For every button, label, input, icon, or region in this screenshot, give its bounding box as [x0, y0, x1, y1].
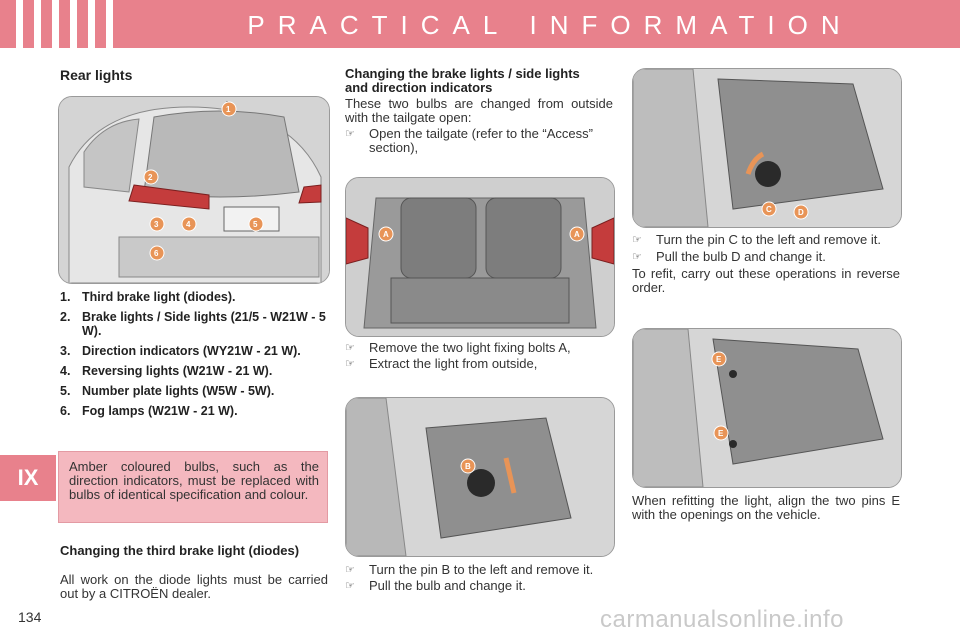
list-item: 1.Third brake light (diodes). [60, 290, 236, 304]
svg-text:E: E [716, 355, 722, 364]
svg-text:A: A [574, 230, 580, 239]
bulb-list: 1.Third brake light (diodes). 2.Brake li… [60, 290, 330, 424]
callout-a-left: A [378, 226, 394, 242]
page-title: PRACTICAL INFORMATION [247, 10, 853, 40]
callout-a-right: A [569, 226, 585, 242]
svg-text:A: A [383, 230, 389, 239]
page-number: 134 [18, 609, 42, 625]
step-remove-bolts: ☞Remove the two light fixing bolts A, [345, 340, 571, 355]
pin-b-image: B [345, 397, 615, 557]
chapter-tab: IX [0, 455, 56, 501]
list-item: 5.Number plate lights (W5W - 5W). [60, 384, 275, 398]
header-stripe [16, 0, 23, 48]
svg-text:6: 6 [154, 249, 159, 258]
amber-bulb-note: Amber coloured bulbs, such as the direct… [58, 451, 328, 523]
callout-d: D [793, 204, 809, 220]
callout-e-bottom: E [713, 425, 729, 441]
list-item: 4.Reversing lights (W21W - 21 W). [60, 364, 273, 378]
rear-lights-title: Rear lights [60, 67, 133, 83]
svg-text:5: 5 [253, 220, 258, 229]
header-stripe [52, 0, 59, 48]
watermark: carmanualsonline.info [600, 606, 844, 633]
car-rear-image: 1 2 3 4 5 6 [58, 96, 330, 284]
step-pull-bulb-d: ☞Pull the bulb D and change it. [632, 249, 826, 264]
page-header: PRACTICAL INFORMATION [0, 0, 960, 48]
third-brake-title: Changing the third brake light (diodes) [60, 543, 300, 558]
brake-side-title: Changing the brake lights / side lights … [345, 66, 580, 95]
callout-1: 1 [221, 101, 237, 117]
step-open-tailgate: ☞Open the tailgate (refer to the “Access… [345, 126, 593, 155]
callout-4: 4 [181, 216, 197, 232]
svg-text:B: B [465, 462, 471, 471]
header-stripe [106, 0, 113, 48]
step-turn-pin-b: ☞Turn the pin B to the left and remove i… [345, 562, 594, 577]
step-pull-bulb: ☞Pull the bulb and change it. [345, 578, 526, 593]
svg-text:C: C [766, 205, 772, 214]
brake-side-intro: These two bulbs are changed from outside… [345, 96, 613, 125]
pin-cd-image: C D [632, 68, 902, 228]
svg-text:4: 4 [186, 220, 191, 229]
header-stripe [88, 0, 95, 48]
callout-e-top: E [711, 351, 727, 367]
callout-6: 6 [149, 245, 165, 261]
callout-b: B [460, 458, 476, 474]
svg-text:1: 1 [226, 105, 231, 114]
svg-text:2: 2 [148, 173, 153, 182]
header-stripe [70, 0, 77, 48]
callout-5: 5 [248, 216, 264, 232]
refitting-text: When refitting the light, align the two … [632, 493, 900, 522]
callout-3: 3 [149, 216, 165, 232]
refit-text: To refit, carry out these operations in … [632, 266, 900, 295]
boot-interior-image: A A [345, 177, 615, 337]
svg-text:3: 3 [154, 220, 159, 229]
callout-c: C [761, 201, 777, 217]
header-stripe [34, 0, 41, 48]
callout-2: 2 [143, 169, 159, 185]
pin-e-image: E E [632, 328, 902, 488]
step-extract-light: ☞Extract the light from outside, [345, 356, 538, 371]
list-item: 6.Fog lamps (W21W - 21 W). [60, 404, 238, 418]
svg-text:D: D [798, 208, 804, 217]
step-turn-pin-c: ☞Turn the pin C to the left and remove i… [632, 232, 881, 247]
list-item: 3.Direction indicators (WY21W - 21 W). [60, 344, 301, 358]
svg-text:E: E [718, 429, 724, 438]
list-item: 2.Brake lights / Side lights (21/5 - W21… [60, 310, 326, 338]
third-brake-text: All work on the diode lights must be car… [60, 572, 328, 601]
